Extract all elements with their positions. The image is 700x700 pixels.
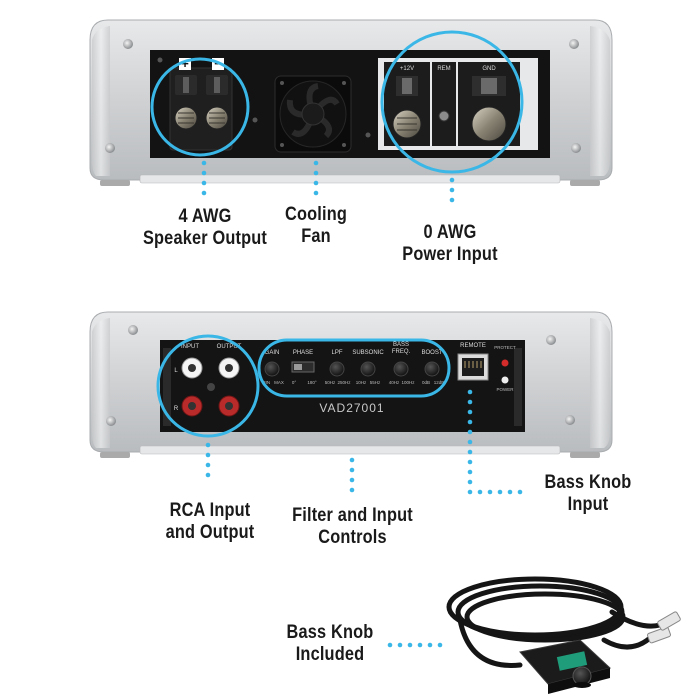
subsonic-label: SUBSONIC: [352, 350, 384, 356]
power-terminal-block: +12V REM GND: [378, 58, 538, 150]
phase-0-label: 0°: [292, 380, 297, 385]
callout-bass-knob-input: Bass Knob Input: [536, 472, 639, 516]
speaker-terminal-block: + −: [169, 56, 233, 151]
rem-label: REM: [437, 66, 450, 72]
callout-cooling-fan-line2: Fan: [301, 226, 331, 247]
callout-filters: Filter and Input Controls: [282, 505, 424, 549]
power-led: [501, 376, 509, 384]
rca-r-label: R: [174, 406, 179, 412]
rca-input-label: INPUT: [181, 344, 199, 350]
rca-l-label: L: [174, 368, 178, 374]
screw-icon: [546, 335, 556, 345]
power-led-label: POWER: [496, 387, 514, 392]
lpf-lo-label: 50Hz: [325, 380, 336, 385]
gain-knob: [264, 361, 280, 377]
phase-switch: [291, 361, 315, 373]
power-input-highlight: [380, 30, 524, 174]
callout-cooling-fan: Cooling Fan: [266, 204, 366, 248]
boost-knob: [424, 361, 440, 377]
callout-speaker-output: 4 AWG Speaker Output: [141, 206, 270, 250]
controls-highlight: [257, 338, 451, 398]
cooling-fan-icon: [274, 75, 352, 153]
bass-knob-unit: [519, 639, 612, 694]
screw-icon: [571, 143, 581, 153]
screw-icon: [123, 39, 133, 49]
callout-speaker-output-line1: 4 AWG: [178, 206, 232, 227]
model-number: VAD27001: [319, 401, 384, 415]
callout-cooling-fan-line1: Cooling: [284, 204, 348, 225]
screw-icon: [106, 416, 116, 426]
top-callout-dots: [201, 160, 455, 203]
rca-output-label: OUTPUT: [217, 344, 242, 350]
callout-power-input-line1: 0 AWG: [423, 222, 477, 243]
callout-rca-line1: RCA Input: [169, 500, 251, 521]
lpf-hi-label: 250Hz: [337, 380, 351, 385]
remote-jack: REMOTE PROTECT POWER: [457, 343, 516, 392]
callout-speaker-output-line2: Speaker Output: [142, 228, 268, 249]
callout-power-input-line2: Power Input: [402, 244, 498, 265]
lpf-knob: [329, 361, 345, 377]
gnd-label: GND: [482, 66, 496, 72]
control-knobs: GAIN PHASE LPF SUBSONIC BASS FREQ. BOOST…: [262, 342, 444, 385]
bf-lo-label: 40Hz: [389, 380, 400, 385]
rca-highlight: [156, 334, 260, 438]
gain-label: GAIN: [265, 350, 280, 356]
bottom-callout-dots: [205, 389, 523, 648]
bass-knob-remote-illustration: [446, 576, 681, 694]
boost-label: BOOST: [421, 350, 442, 356]
screw-icon: [565, 415, 575, 425]
speaker-output-highlight: [150, 57, 250, 157]
callout-filters-line1: Filter and Input: [292, 505, 413, 526]
callout-rca: RCA Input and Output: [150, 500, 270, 544]
sub-hi-label: 55Hz: [370, 380, 381, 385]
plus-label: +: [181, 56, 189, 71]
phase-label: PHASE: [293, 350, 313, 356]
remote-label: REMOTE: [460, 343, 486, 349]
bass-freq-label-1: BASS: [393, 342, 409, 348]
v12-label: +12V: [400, 66, 414, 72]
bf-hi-label: 100Hz: [401, 380, 415, 385]
callout-filters-line2: Controls: [318, 527, 387, 548]
sub-lo-label: 10Hz: [356, 380, 367, 385]
screw-icon: [128, 325, 138, 335]
callout-rca-line2: and Output: [165, 522, 255, 543]
boost-lo-label: 0dB: [422, 380, 430, 385]
bass-freq-knob: [393, 361, 409, 377]
gain-max-label: MAX: [274, 380, 284, 385]
protect-led: [501, 359, 509, 367]
amplifier-top-view: + −: [89, 19, 613, 186]
protect-label: PROTECT: [494, 345, 516, 350]
phase-180-label: 180°: [307, 380, 317, 385]
callout-bass-knob-included-line2: Included: [295, 644, 365, 665]
screw-icon: [105, 143, 115, 153]
callout-power-input: 0 AWG Power Input: [390, 222, 510, 266]
rca-jack-group: INPUT OUTPUT L R: [174, 344, 242, 417]
callout-bass-knob-input-line2: Input: [567, 494, 609, 515]
boost-hi-label: 12dB: [434, 380, 445, 385]
amplifier-bottom-view: INPUT OUTPUT L R GAIN PHASE LPF SUBSONIC…: [89, 311, 613, 458]
callout-bass-knob-included: Bass Knob Included: [278, 622, 381, 666]
callout-bass-knob-included-line1: Bass Knob: [286, 622, 374, 643]
bass-freq-label-2: FREQ.: [392, 349, 411, 355]
screw-icon: [569, 39, 579, 49]
subsonic-knob: [360, 361, 376, 377]
gain-min-label: MIN: [262, 380, 270, 385]
callout-bass-knob-input-line1: Bass Knob: [544, 472, 632, 493]
lpf-label: LPF: [331, 350, 342, 356]
